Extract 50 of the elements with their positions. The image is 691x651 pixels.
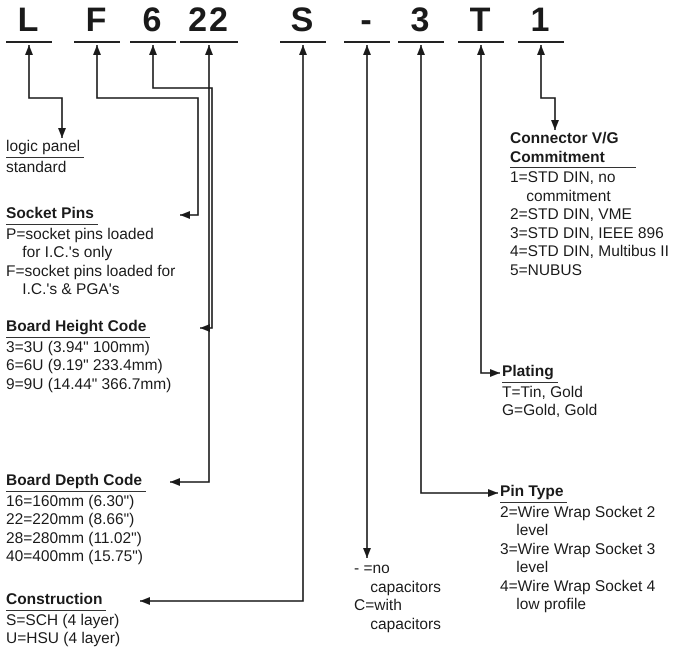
section-heading: Connector V/G Commitment [510,130,636,168]
arrow [363,45,371,558]
option-text: 5=NUBUS [510,262,583,280]
arrow [140,45,307,605]
option-text: P=socket pins loaded for I.C.'s only [6,226,155,262]
section-heading: logic panel [6,138,84,158]
code-character: - [344,0,390,43]
option-text: 3=STD DIN, IEEE 896 [510,224,665,243]
section-heading: Pin Type [500,483,568,502]
code-character: 6 [130,0,176,43]
arrow [93,45,199,219]
option-text: U=HSU (4 layer) [6,630,122,648]
option-text: 40=400mm (15.75") [6,548,144,566]
arrow [170,45,213,486]
option-text: 9=9U (14.44" 366.7mm) [6,376,172,394]
option-text: G=Gold, Gold [502,402,598,420]
section-heading: Socket Pins [6,205,98,224]
code-character: 1 [518,0,564,43]
section-heading: Board Depth Code [6,472,146,492]
option-text: 1=STD DIN, no commitment [510,169,617,206]
code-character: 22 [180,0,238,43]
option-text: T=Tin, Gold [502,384,584,402]
option-text: standard [6,158,68,177]
arrow [25,45,66,138]
code-character: T [458,0,504,43]
option-text: 16=160mm (6.30") [6,492,136,511]
option-text: F=socket pins loaded for I.C.'s & PGA's [6,262,176,300]
arrow [149,45,213,332]
arrow [477,45,500,377]
option-text: S=SCH (4 layer) [6,612,120,630]
option-text: 22=220mm (8.66") [6,511,136,530]
section-heading: Construction [6,591,106,610]
option-text: 4=Wire Wrap Socket 4 low profile [500,578,656,614]
option-text: 2=STD DIN, VME [510,206,633,224]
code-character: S [280,0,326,43]
option-text: 2=Wire Wrap Socket 2 level [500,504,656,540]
option-text: 3=Wire Wrap Socket 3 level [500,540,656,578]
code-character: L [6,0,52,43]
option-text: 28=280mm (11.02") [6,530,143,548]
option-text: 6=6U (9.19" 233.4mm) [6,357,164,376]
arrow [537,45,559,130]
section-heading: Board Height Code [6,318,150,338]
option-text: 4=STD DIN, Multibus II [510,243,670,262]
option-text: 3=3U (3.94" 100mm) [6,338,151,357]
section-heading: Plating [502,363,558,382]
option-text: - =no capacitors [354,560,442,597]
code-character: 3 [398,0,444,43]
code-character: F [74,0,120,43]
arrow [417,45,498,497]
option-text: C=with capacitors [354,597,442,634]
